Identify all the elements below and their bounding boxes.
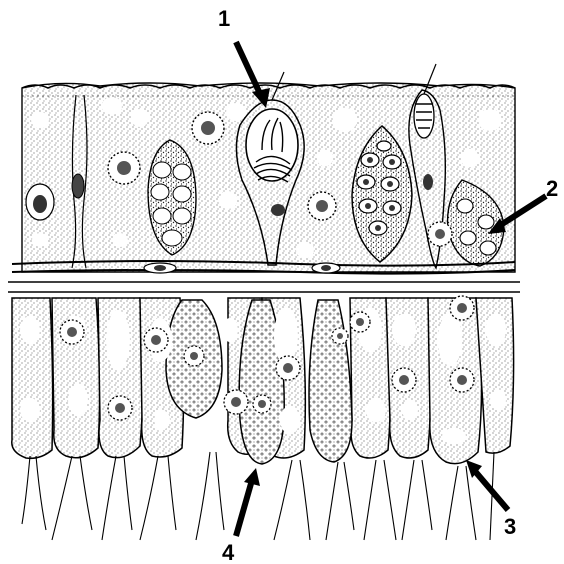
- callout-label-1: 1: [218, 6, 230, 31]
- callout-label-3: 3: [504, 514, 516, 539]
- nucleus-spiky: [428, 222, 452, 246]
- callout-label-2: 2: [546, 176, 558, 201]
- nucleus-spiky: [108, 152, 140, 184]
- nucleus-spiky: [308, 192, 336, 220]
- lower-epithelium: [12, 296, 514, 540]
- callout-arrow-4: [236, 468, 260, 536]
- callout-arrow-3: [466, 460, 508, 510]
- callout-label-4: 4: [222, 540, 235, 564]
- nucleus-spiky: [192, 112, 224, 144]
